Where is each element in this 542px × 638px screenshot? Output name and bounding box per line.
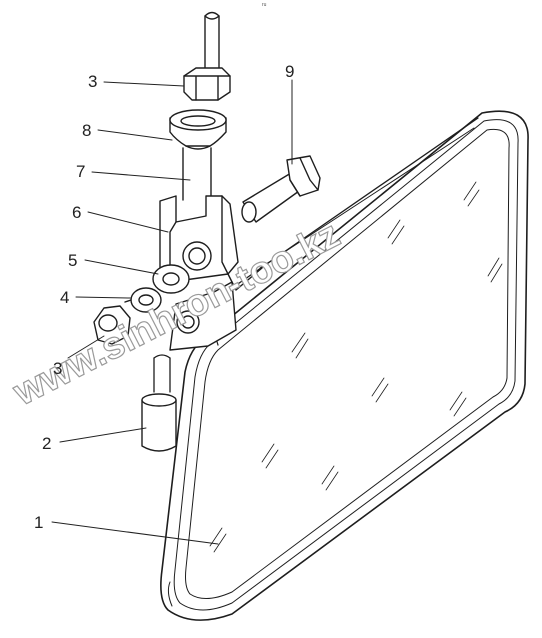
leader-lines xyxy=(51,79,293,545)
callout-1: 1 xyxy=(34,513,43,532)
mirror-back-edge-2 xyxy=(259,127,475,269)
callout-9: 9 xyxy=(285,62,294,81)
callout-3-upper: 3 xyxy=(88,72,97,91)
spring-washer xyxy=(124,287,162,313)
lower-shaft xyxy=(153,354,171,393)
header-mark: ru xyxy=(262,2,267,8)
leader-3-lower xyxy=(67,335,105,359)
mirror-outer-frame xyxy=(160,110,529,621)
sleeve xyxy=(141,393,177,452)
bracket xyxy=(159,195,263,291)
leader-5 xyxy=(84,259,159,275)
callout-3-lower: 3 xyxy=(53,359,62,378)
callout-7: 7 xyxy=(76,162,85,181)
mounting-plate xyxy=(169,281,237,351)
leader-7 xyxy=(91,171,191,181)
bushing xyxy=(169,109,227,150)
callout-6: 6 xyxy=(72,203,81,222)
mirror-frame-inner-edge xyxy=(173,119,519,611)
leader-4 xyxy=(75,296,131,299)
callout-8: 8 xyxy=(82,121,91,140)
leader-6 xyxy=(87,211,169,233)
mirror-glass xyxy=(185,128,510,599)
mirror-side-edge xyxy=(167,581,173,607)
upper-nut xyxy=(183,67,231,101)
glass-reflection-hatching xyxy=(209,181,503,553)
leader-1 xyxy=(51,521,219,545)
leader-2 xyxy=(59,427,147,443)
bolt xyxy=(241,155,321,223)
washer xyxy=(152,264,190,294)
leader-8 xyxy=(97,129,173,141)
callout-labels: 1 2 3 4 5 6 7 8 9 3 xyxy=(34,62,294,532)
threaded-stud xyxy=(182,11,220,201)
callout-4: 4 xyxy=(60,288,69,307)
callout-5: 5 xyxy=(68,251,77,270)
callout-2: 2 xyxy=(42,434,51,453)
lower-nut xyxy=(93,305,131,345)
leader-3-upper xyxy=(103,81,185,87)
